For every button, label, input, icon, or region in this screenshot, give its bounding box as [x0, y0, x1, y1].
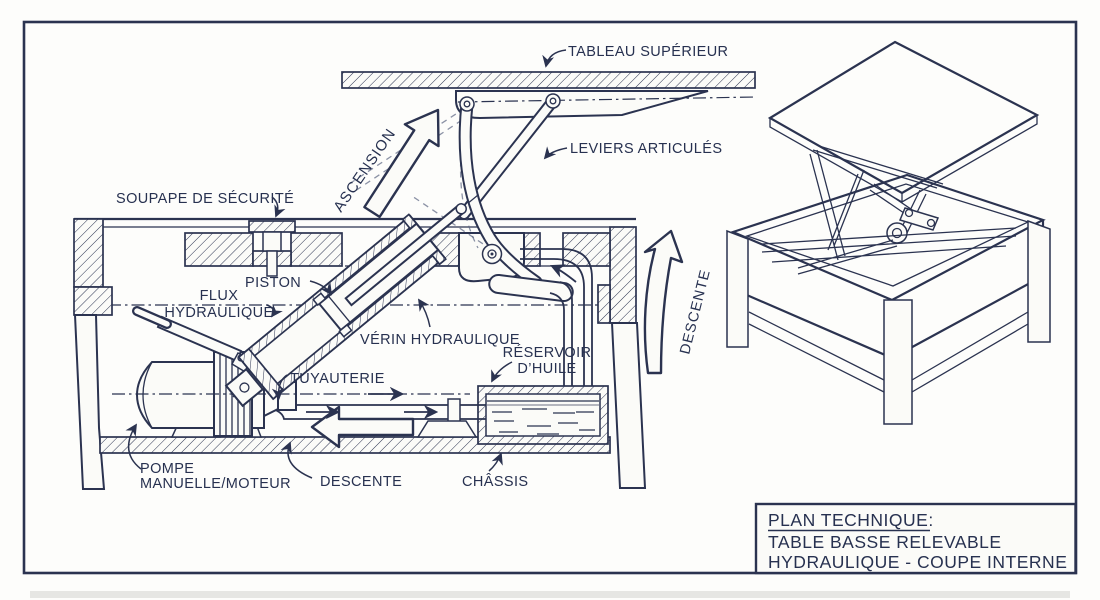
label-tuyauterie: TUYAUTERIE — [290, 371, 385, 387]
left-wall — [73, 218, 104, 288]
label-soupape-securite: SOUPAPE DE SÉCURITÉ — [116, 190, 294, 207]
sheet-bottom-shadow — [30, 591, 1070, 598]
title-line3: HYDRAULIQUE - COUPE INTERNE — [768, 552, 1067, 572]
valve-bolt — [262, 231, 282, 252]
label-pompe-line2: MANUELLE/MOTEUR — [140, 476, 291, 492]
label-tableau-superieur: TABLEAU SUPÉRIEUR — [568, 43, 728, 60]
label-piston: PISTON — [245, 275, 301, 291]
lever-shoe — [488, 273, 574, 303]
safety-valve-assembly — [184, 220, 343, 277]
motor-body — [135, 361, 215, 429]
title-line1: PLAN TECHNIQUE: — [768, 510, 934, 530]
scissor-hub — [886, 222, 908, 244]
descente-arrow — [643, 229, 684, 375]
label-leviers-articules: LEVIERS ARTICULÉS — [570, 140, 722, 157]
label-pompe-line1: POMPE — [140, 461, 194, 477]
left-leg — [73, 314, 106, 490]
label-descente-flow: DESCENTE — [320, 474, 402, 490]
flow-arrow-up — [550, 264, 577, 283]
pipe-support — [416, 420, 478, 438]
right-leg — [610, 322, 647, 489]
label-reservoir-line2: D’HUILE — [517, 361, 576, 377]
table-top — [341, 71, 757, 120]
table-body-frame — [73, 217, 647, 490]
oil-reservoir — [477, 385, 609, 445]
label-chassis: CHÂSSIS — [462, 473, 528, 490]
label-flux-line2: HYDRAULIQUE — [164, 305, 273, 321]
rod-pin — [455, 203, 468, 215]
label-flux-line1: FLUX — [200, 288, 239, 304]
callouts: TABLEAU SUPÉRIEUR LEVIERS ARTICULÉS SOUP… — [116, 43, 728, 492]
hydraulic-cylinder — [224, 191, 482, 408]
right-wall — [609, 226, 637, 324]
piston-seal — [312, 292, 327, 307]
isometric-table-view — [726, 40, 1051, 425]
table-leg — [726, 229, 749, 348]
cross-section-view: ASCENSION DESCENTE — [73, 71, 757, 490]
articulated-levers — [458, 93, 574, 303]
valve-bolt-head — [248, 220, 296, 233]
cylinder-base-clevis — [224, 367, 265, 408]
label-reservoir-line1: RÉSERVOIR — [503, 344, 592, 361]
return-piping — [520, 248, 593, 431]
label-verin-hydraulique: VÉRIN HYDRAULIQUE — [360, 331, 520, 348]
oil-surface-texture — [492, 408, 595, 435]
title-line2: TABLE BASSE RELEVABLE — [768, 532, 1002, 552]
title-block: PLAN TECHNIQUE: TABLE BASSE RELEVABLE HY… — [754, 502, 1077, 575]
ascension-arrow — [363, 108, 440, 219]
